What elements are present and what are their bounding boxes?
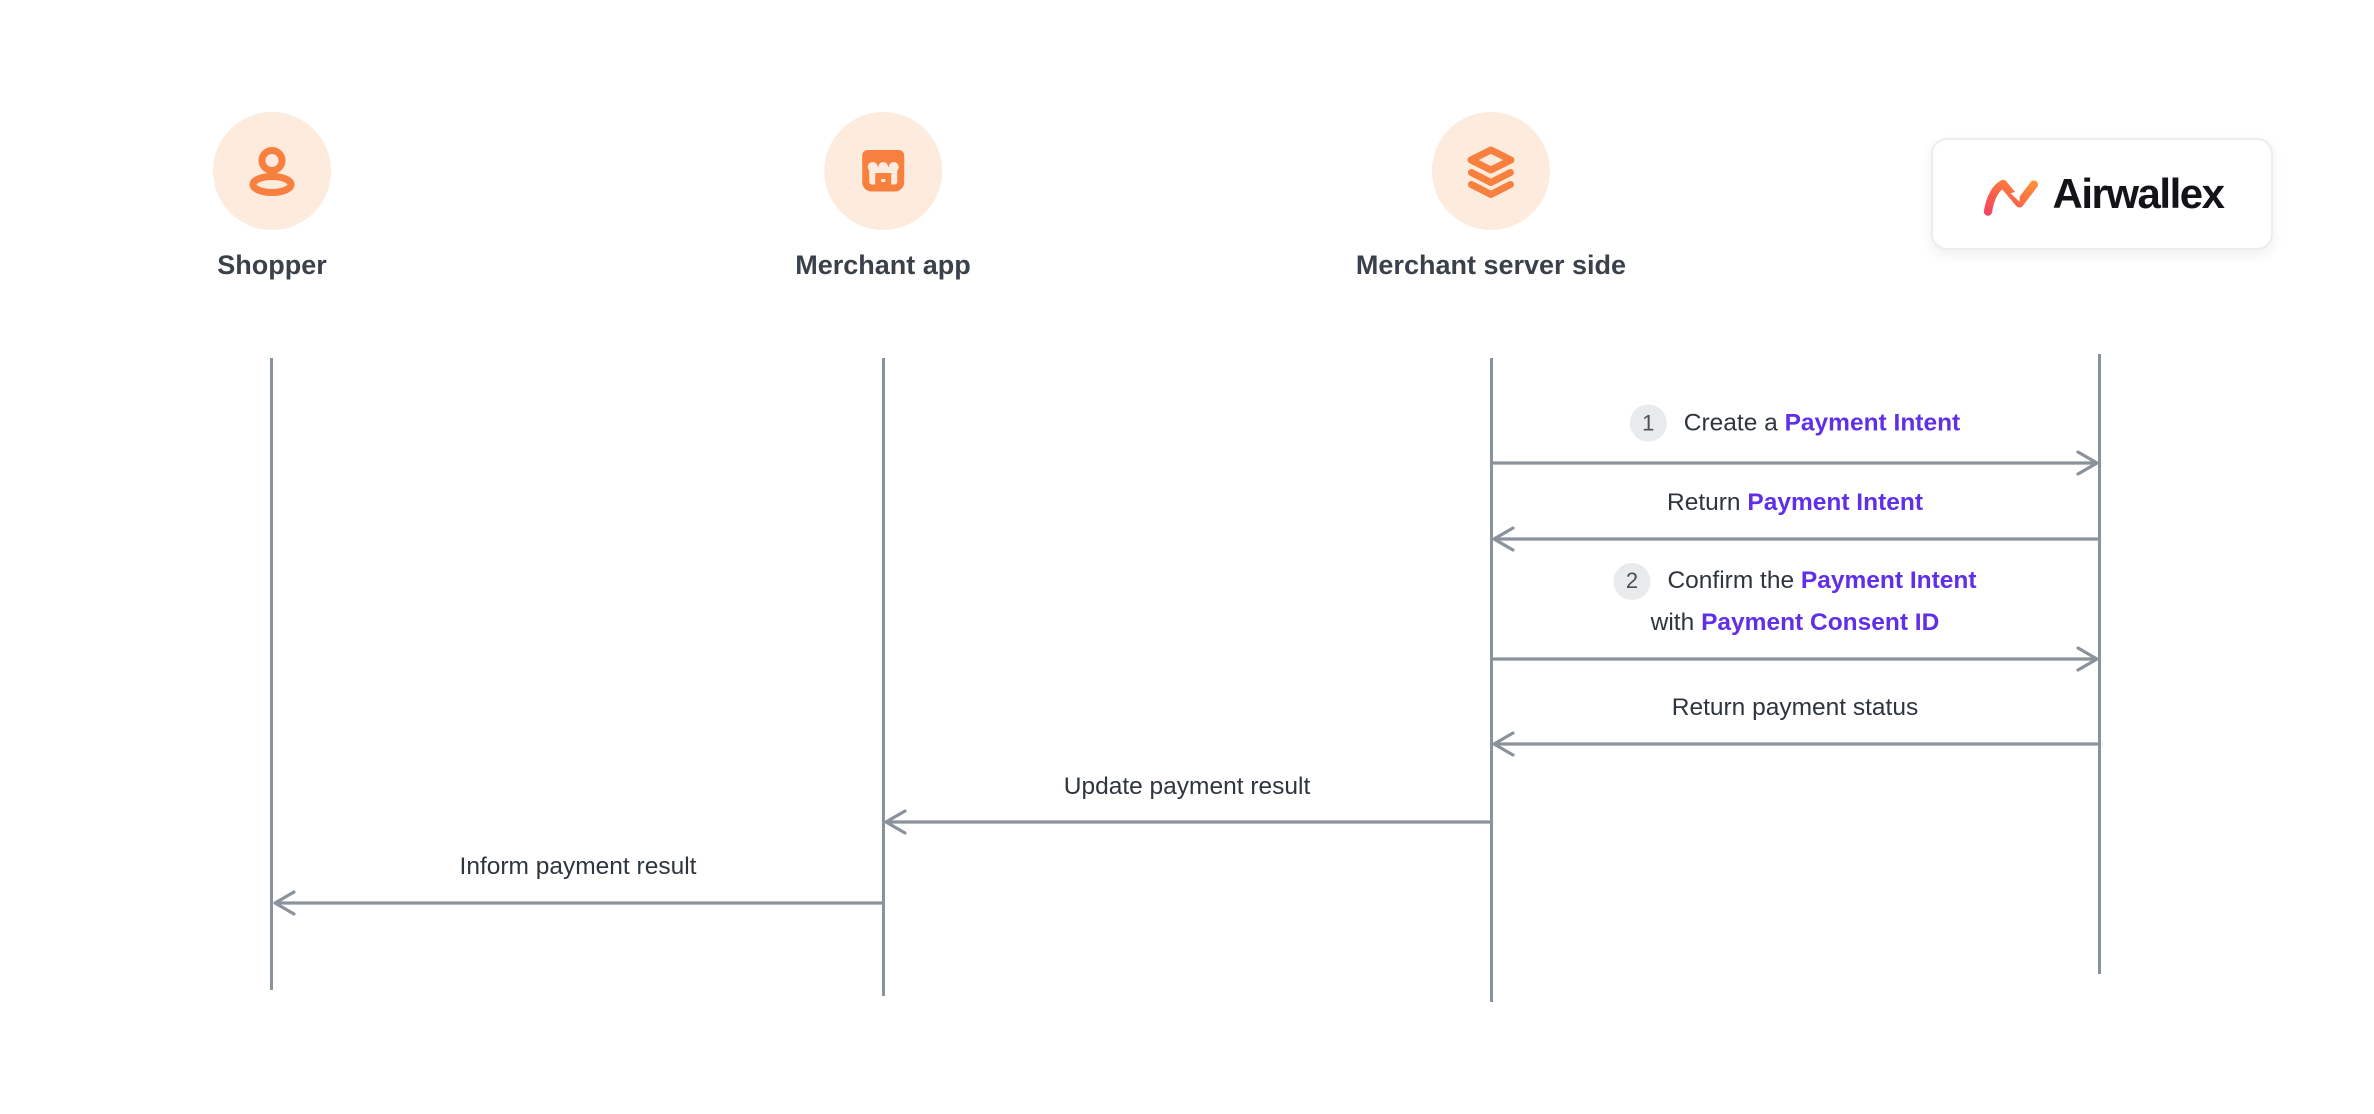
payment-consent-id-link[interactable]: Payment Consent ID xyxy=(1701,609,1940,636)
message-line-1: 2 Confirm the Payment Intent xyxy=(1613,560,1977,602)
message-create-payment-intent: 1 Create a Payment Intent xyxy=(1629,404,1960,442)
lifeline-merchant-server xyxy=(1490,358,1493,1002)
message-update-payment-result: Update payment result xyxy=(1064,773,1311,801)
message-text: Confirm the Payment Intent xyxy=(1667,560,1976,602)
payment-intent-link[interactable]: Payment Intent xyxy=(1747,489,1923,516)
shopper-avatar xyxy=(213,112,331,230)
merchant-server-avatar xyxy=(1431,112,1550,230)
payment-intent-link[interactable]: Payment Intent xyxy=(1784,409,1961,436)
message-text: Return Payment Intent xyxy=(1667,489,1923,517)
actor-label-merchant-server: Merchant server side xyxy=(1355,250,1627,280)
payment-intent-link[interactable]: Payment Intent xyxy=(1800,567,1977,594)
message-return-payment-status: Return payment status xyxy=(1672,694,1918,722)
message-confirm-payment-intent: 2 Confirm the Payment Intent with Paymen… xyxy=(1613,560,1977,644)
airwallex-logo-mark xyxy=(1983,179,2038,216)
actor-merchant-server: Merchant server side xyxy=(1356,112,1626,281)
layers-icon xyxy=(1467,146,1515,198)
airwallex-logo-card: Airwallex xyxy=(1931,138,2273,250)
storefront-icon xyxy=(862,150,904,192)
message-line-2: with Payment Consent ID xyxy=(1651,602,1940,644)
actor-label-shopper: Shopper xyxy=(217,250,327,280)
message-text-plain: Confirm the xyxy=(1667,567,1801,594)
person-icon xyxy=(249,147,295,196)
step-badge-1: 1 xyxy=(1629,404,1667,442)
message-text: Inform payment result xyxy=(459,853,697,880)
arrow-return-payment-status xyxy=(1492,731,2101,757)
lifeline-airwallex xyxy=(2098,354,2101,974)
actor-label-merchant-app: Merchant app xyxy=(795,250,971,280)
arrow-create-payment-intent xyxy=(1490,450,2099,476)
arrow-return-payment-intent xyxy=(1492,526,2101,552)
lifeline-shopper xyxy=(270,358,273,990)
lifeline-merchant-app xyxy=(882,358,885,996)
merchant-app-avatar xyxy=(824,112,942,230)
step-badge-2: 2 xyxy=(1613,562,1651,600)
message-text: Create a Payment Intent xyxy=(1684,409,1960,437)
arrow-update-payment-result xyxy=(884,809,1492,835)
message-inform-payment-result: Inform payment result xyxy=(460,853,697,881)
message-text: Return payment status xyxy=(1671,694,1919,721)
arrow-confirm-payment-intent xyxy=(1490,646,2099,672)
message-text-plain: with xyxy=(1650,609,1702,636)
message-text: Update payment result xyxy=(1063,773,1311,800)
arrow-inform-payment-result xyxy=(273,890,884,916)
message-return-payment-intent: Return Payment Intent xyxy=(1667,489,1923,517)
actor-shopper: Shopper xyxy=(213,112,331,281)
airwallex-logo-text: Airwallex xyxy=(2052,170,2225,217)
actor-merchant-app: Merchant app xyxy=(795,112,971,281)
message-text-plain: Create a xyxy=(1683,409,1785,436)
message-text-plain: Return xyxy=(1667,489,1748,516)
